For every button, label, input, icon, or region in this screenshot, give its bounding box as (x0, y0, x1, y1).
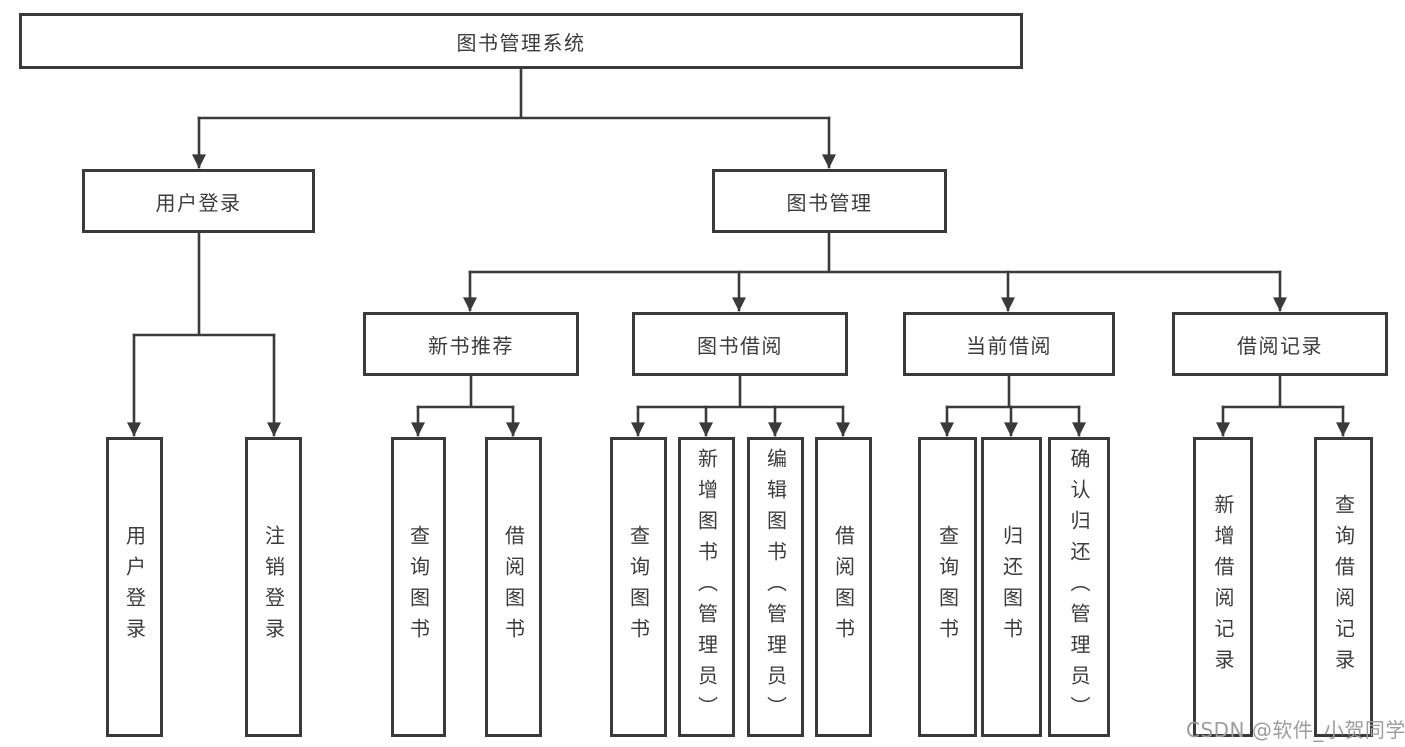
leaf-query-borrow-record: 查询借阅记录 (1314, 437, 1373, 737)
node-borrow-records: 借阅记录 (1172, 312, 1388, 376)
leaf-borrow-books-borrowing: 借阅图书 (815, 437, 872, 737)
edge-book-mgmt-children (463, 231, 1287, 312)
edge-current-borrow-children (940, 374, 1086, 437)
node-book-borrowing-label: 图书借阅 (697, 333, 783, 358)
node-library-system: 图书管理系统 (19, 13, 1023, 69)
leaf-borrow-books-recommend-label: 借阅图书 (501, 525, 526, 649)
node-borrow-records-label: 借阅记录 (1237, 333, 1323, 358)
node-user-login: 用户登录 (82, 169, 315, 233)
node-book-management-label: 图书管理 (786, 190, 873, 215)
node-new-book-recommend: 新书推荐 (363, 312, 579, 376)
edge-new-book-rec-children (411, 374, 520, 437)
leaf-query-books-borrowing: 查询图书 (610, 437, 667, 737)
node-book-borrowing: 图书借阅 (632, 312, 848, 376)
leaf-return-books-label: 归还图书 (999, 525, 1024, 649)
leaf-user-login-label: 用户登录 (122, 525, 147, 649)
node-book-management: 图书管理 (712, 169, 947, 233)
node-current-borrowing-label: 当前借阅 (966, 333, 1052, 358)
leaf-add-books-admin-label: 新增图书（管理员） (694, 447, 719, 727)
leaf-query-books-borrowing-label: 查询图书 (626, 525, 651, 649)
leaf-add-borrow-record: 新增借阅记录 (1193, 437, 1253, 737)
leaf-borrow-books-borrowing-label: 借阅图书 (831, 525, 856, 649)
leaf-user-login: 用户登录 (106, 437, 163, 737)
node-new-book-recommend-label: 新书推荐 (428, 333, 514, 358)
node-user-login-label: 用户登录 (155, 190, 242, 215)
leaf-query-books-recommend-label: 查询图书 (406, 525, 431, 649)
leaf-query-borrow-record-label: 查询借阅记录 (1331, 494, 1356, 680)
node-library-system-label: 图书管理系统 (456, 30, 586, 55)
leaf-return-books: 归还图书 (981, 437, 1042, 737)
leaf-add-borrow-record-label: 新增借阅记录 (1211, 494, 1235, 680)
leaf-add-books-admin: 新增图书（管理员） (678, 437, 735, 737)
edge-user-login-children (127, 231, 281, 437)
leaf-query-books-current: 查询图书 (918, 437, 977, 737)
csdn-watermark: CSDN @软件_小贺同学 (1186, 718, 1405, 742)
leaf-query-books-current-label: 查询图书 (935, 525, 960, 649)
edge-borrow-record-children (1216, 374, 1350, 437)
leaf-borrow-books-recommend: 借阅图书 (485, 437, 542, 737)
leaf-confirm-return-admin: 确认归还（管理员） (1048, 437, 1110, 737)
leaf-logout-label: 注销登录 (261, 525, 286, 649)
leaf-query-books-recommend: 查询图书 (391, 437, 446, 737)
leaf-logout: 注销登录 (245, 437, 302, 737)
edge-book-borrow-children (631, 374, 850, 437)
node-current-borrowing: 当前借阅 (903, 312, 1115, 376)
leaf-edit-books-admin-label: 编辑图书（管理员） (763, 447, 788, 727)
leaf-edit-books-admin: 编辑图书（管理员） (747, 437, 804, 737)
edge-root-to-level2 (192, 67, 836, 169)
leaf-confirm-return-admin-label: 确认归还（管理员） (1067, 447, 1091, 727)
